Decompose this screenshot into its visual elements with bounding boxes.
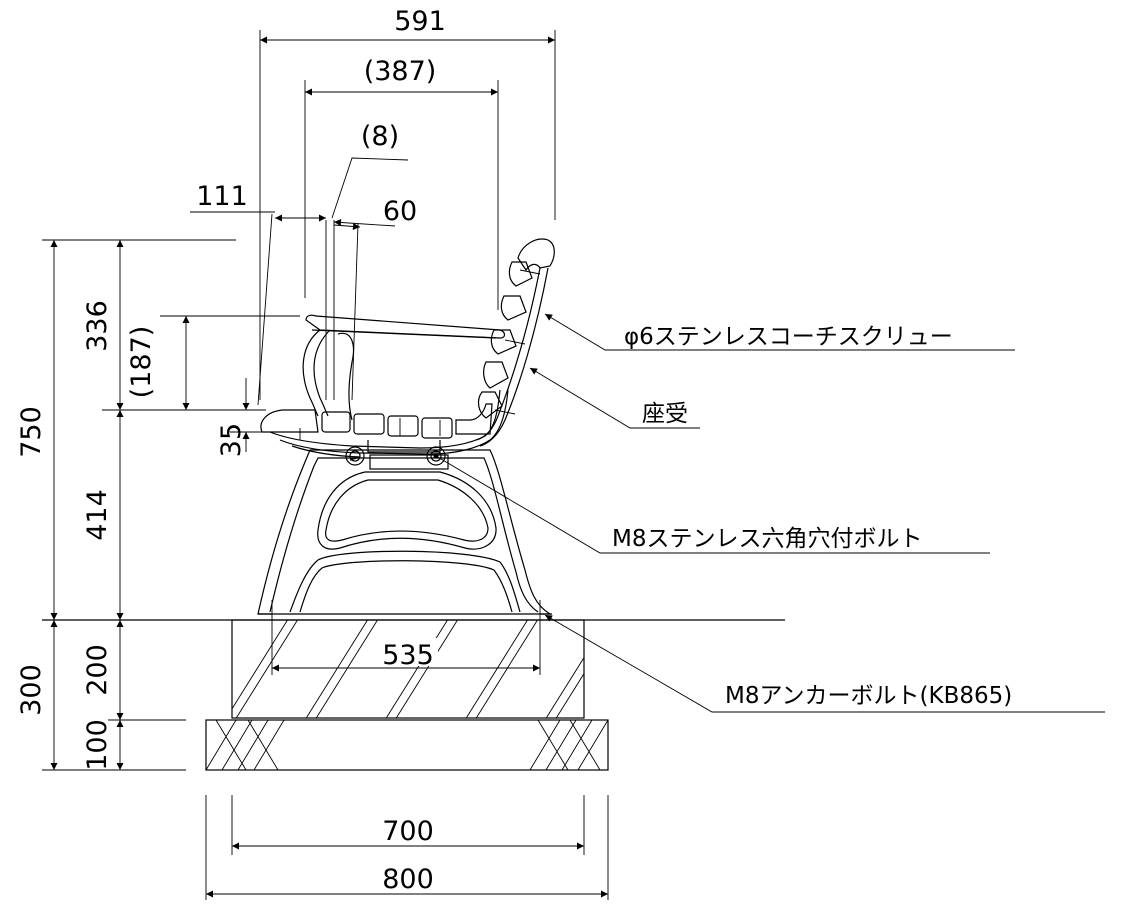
armrest — [302, 314, 506, 421]
dim-seat-height: 414 — [82, 410, 124, 620]
dim-arm-span-label: (387) — [364, 56, 437, 87]
dim-back-height: 336 — [82, 240, 124, 410]
foundation-lower-hatch-left — [206, 720, 285, 770]
callout-anchor-bolt-label: M8アンカーボルト(KB865) — [725, 683, 1012, 709]
dim-back-width-label: 60 — [383, 196, 417, 227]
dim-seat-height-label: 414 — [82, 489, 113, 541]
dim-back-thickness: (8) — [325, 121, 409, 400]
seat-bolts — [345, 446, 446, 466]
callout-hex-bolt-label: M8ステンレス六角穴付ボルト — [612, 526, 922, 552]
dim-foundation-upper-width: 700 — [231, 795, 585, 855]
dim-anchor-span: 535 — [271, 600, 541, 675]
foundation-lower-hatch-right — [529, 720, 608, 770]
bench-leg-frame — [257, 449, 553, 615]
dim-foundation-total: 300 — [16, 620, 186, 771]
dim-foundation-upper: 200 — [82, 620, 186, 721]
dim-foundation-lower-label: 100 — [82, 719, 113, 771]
dim-arm-span: (387) — [304, 56, 499, 310]
dim-seat-thickness-label: 35 — [216, 423, 247, 457]
foundation-lower-block — [205, 719, 609, 771]
dim-anchor-span-label: 535 — [382, 640, 434, 671]
dim-back-thickness-label: (8) — [361, 121, 399, 152]
dim-foundation-lower-width-label: 800 — [382, 864, 434, 895]
dim-back-offset: 111 — [190, 181, 326, 406]
callout-seat-support: 座受 — [529, 367, 700, 429]
callout-seat-support-label: 座受 — [642, 401, 688, 427]
dim-back-offset-label: 111 — [196, 181, 248, 212]
dim-overall-height-label: 750 — [16, 406, 47, 458]
dim-foundation-upper-width-label: 700 — [382, 816, 434, 847]
callout-hex-bolt: M8ステンレス六角穴付ボルト — [433, 453, 990, 554]
dim-foundation-lower: 100 — [82, 719, 124, 771]
foundation-upper-hatch — [232, 620, 584, 718]
dim-back-width: 60 — [333, 196, 417, 401]
dim-seat-thickness: 35 — [102, 378, 266, 457]
dim-foundation-lower-width: 800 — [205, 795, 609, 900]
dim-overall-depth: 591 — [259, 6, 556, 400]
dim-arm-height-label: (187) — [126, 326, 157, 399]
dim-foundation-total-label: 300 — [16, 664, 47, 716]
dim-overall-depth-label: 591 — [394, 6, 446, 37]
backrest-assembly — [475, 238, 555, 447]
callout-anchor-bolt: M8アンカーボルト(KB865) — [544, 614, 1105, 713]
dim-back-height-label: 336 — [82, 300, 113, 352]
callout-coach-screw: φ6ステンレスコーチスクリュー — [544, 313, 1015, 351]
seat-assembly — [260, 389, 509, 461]
callout-coach-screw-label: φ6ステンレスコーチスクリュー — [624, 324, 953, 350]
dim-overall-height: 750 — [16, 239, 236, 620]
foundation-upper-block — [231, 619, 585, 719]
dim-arm-height: (187) — [126, 315, 300, 410]
dim-foundation-upper-label: 200 — [82, 644, 113, 696]
